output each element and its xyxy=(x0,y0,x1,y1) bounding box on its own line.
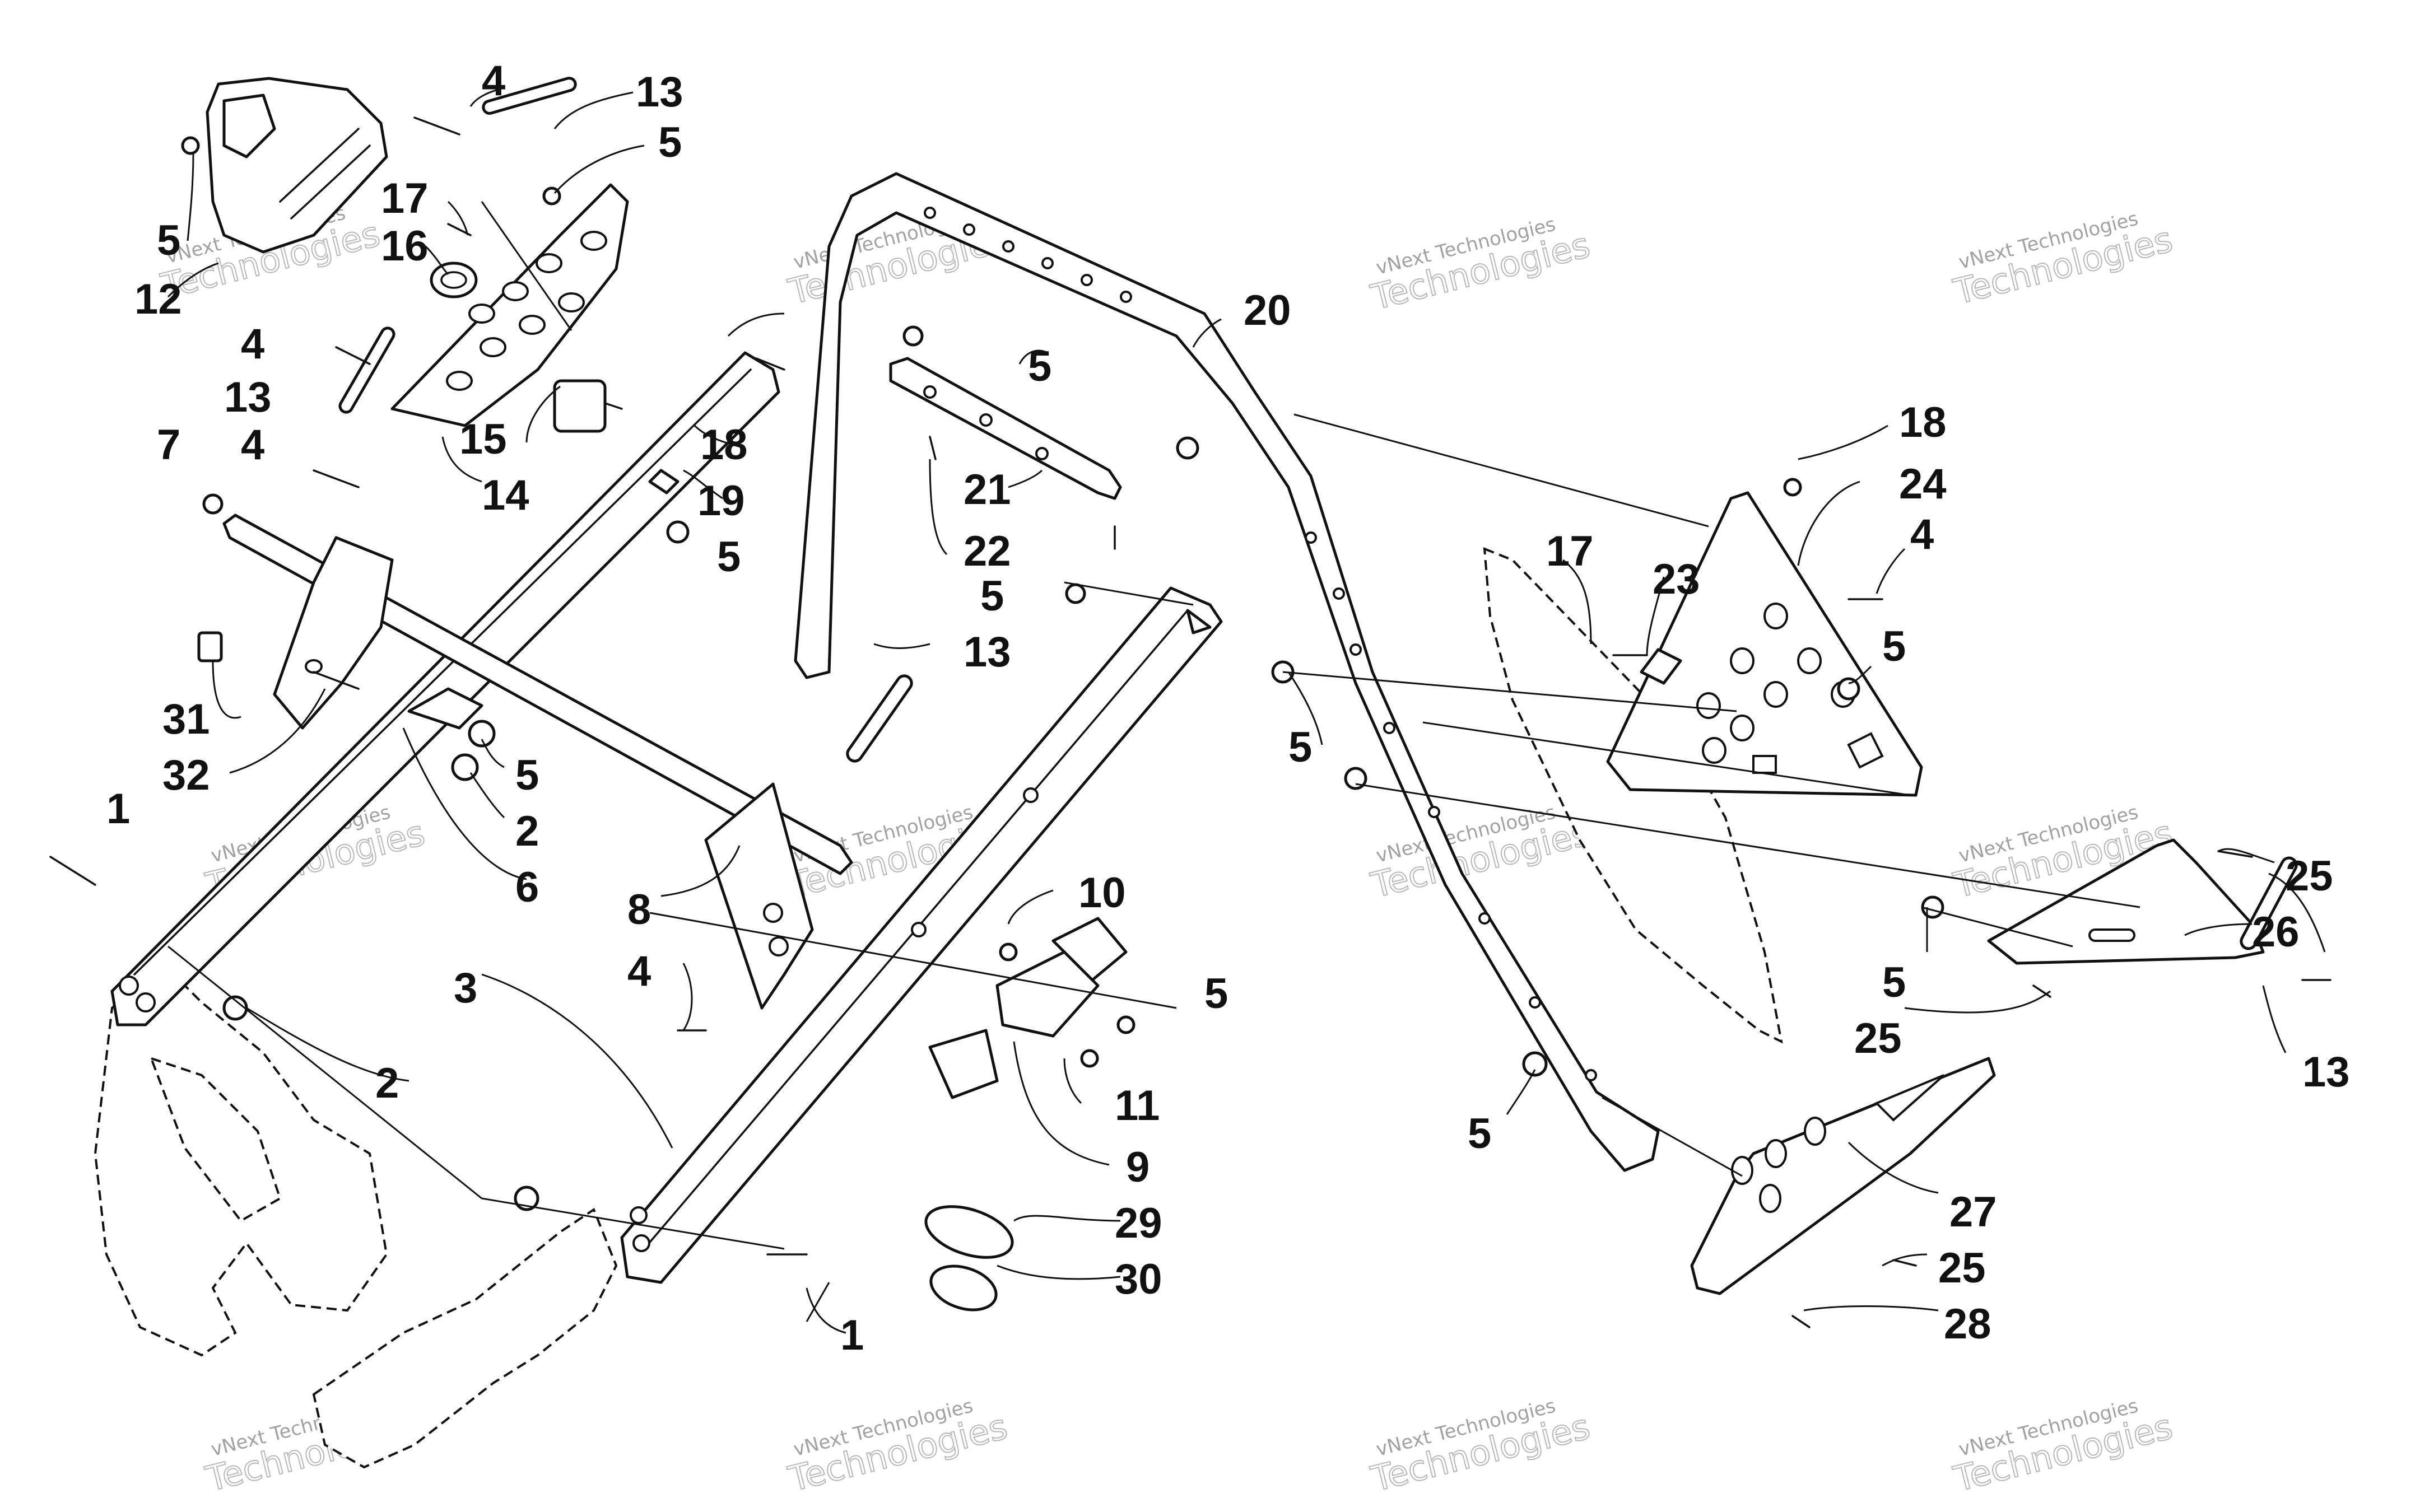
brace-bracket-left xyxy=(273,536,394,730)
callout-1: 1 xyxy=(106,785,130,833)
watermark: vNext Technologies Technologies xyxy=(1366,1394,1594,1500)
watermark: vNext Technologies Technologies xyxy=(1366,213,1594,318)
callout-24: 24 xyxy=(1899,460,1947,508)
callout-5: 5 xyxy=(717,533,741,581)
callout-30: 30 xyxy=(1115,1256,1162,1303)
callout-5: 5 xyxy=(1204,970,1228,1018)
callout-29: 29 xyxy=(1115,1200,1162,1247)
callout-14: 14 xyxy=(482,472,529,519)
callout-5: 5 xyxy=(1882,623,1906,670)
switch-assembly xyxy=(928,917,1128,1099)
cross-brace-21 xyxy=(889,357,1122,500)
callout-25: 25 xyxy=(1938,1244,1986,1292)
callout-2: 2 xyxy=(375,1060,399,1107)
callout-10: 10 xyxy=(1078,869,1126,917)
callout-11: 11 xyxy=(1115,1082,1160,1130)
callout-19: 19 xyxy=(697,477,745,525)
callout-4: 4 xyxy=(241,320,264,368)
callout-32: 32 xyxy=(162,752,210,799)
callout-9: 9 xyxy=(1126,1144,1150,1191)
callout-18: 18 xyxy=(700,421,748,469)
strap-clamp-center xyxy=(846,674,913,763)
callout-5: 5 xyxy=(1028,343,1051,390)
relay xyxy=(553,379,623,433)
callout-4: 4 xyxy=(241,421,264,469)
callout-17: 17 xyxy=(381,175,429,222)
roll-frame-arch xyxy=(794,172,1660,1172)
callout-labels: 4 13 5 5 17 16 12 4 13 15 7 4 14 18 19 5… xyxy=(106,57,2350,1359)
callout-4: 4 xyxy=(1910,511,1934,558)
side-plate-triangular xyxy=(1606,491,1923,797)
spring-clip-29 xyxy=(924,1205,1014,1259)
side-rail-long xyxy=(620,586,1223,1284)
callout-2: 2 xyxy=(515,808,539,855)
callout-4: 4 xyxy=(482,57,505,105)
watermark: vNext Technologies Technologies xyxy=(1366,801,1594,906)
rubber-grommet xyxy=(430,262,478,298)
watermark: vNext Technologies Technologies xyxy=(1949,207,2177,312)
callout-8: 8 xyxy=(627,886,651,934)
callout-20: 20 xyxy=(1244,287,1291,334)
callout-27: 27 xyxy=(1949,1188,1997,1236)
frame-casting-left-dashed xyxy=(94,962,388,1357)
callout-4: 4 xyxy=(627,948,651,995)
callout-25: 25 xyxy=(1854,1015,1902,1062)
callout-26: 26 xyxy=(2252,908,2300,956)
callout-18: 18 xyxy=(1899,399,1947,446)
fasteners xyxy=(181,136,1944,1211)
bracket-left-small xyxy=(407,687,483,730)
callout-12: 12 xyxy=(134,276,182,323)
callout-5: 5 xyxy=(515,752,539,799)
mounting-plate-upper xyxy=(390,183,629,427)
watermark: vNext Technologies Technologies xyxy=(1949,1394,2177,1500)
callout-25: 25 xyxy=(2286,852,2333,900)
callout-5: 5 xyxy=(1468,1110,1491,1158)
strap-clamp-upper xyxy=(482,77,577,115)
callout-5: 5 xyxy=(157,217,180,264)
bolts xyxy=(49,116,2331,1328)
callout-5: 5 xyxy=(980,572,1004,620)
callout-13: 13 xyxy=(224,374,272,421)
control-module xyxy=(206,77,388,254)
callout-leaders xyxy=(167,88,2326,1334)
callout-16: 16 xyxy=(381,222,429,270)
strap-clamp-left xyxy=(338,326,395,414)
alignment-lines xyxy=(167,201,2140,1322)
callout-5: 5 xyxy=(1288,724,1312,771)
callout-13: 13 xyxy=(2302,1048,2350,1096)
callout-13: 13 xyxy=(636,68,683,116)
callout-6: 6 xyxy=(515,864,539,911)
spring-clip-30 xyxy=(929,1264,998,1312)
callout-28: 28 xyxy=(1944,1300,1991,1348)
callout-1: 1 xyxy=(840,1312,864,1359)
callout-31: 31 xyxy=(162,696,210,743)
callout-17: 17 xyxy=(1546,528,1594,575)
callout-3: 3 xyxy=(454,964,477,1012)
callout-15: 15 xyxy=(459,416,507,463)
callout-23: 23 xyxy=(1653,556,1700,603)
watermark: vNext Technologies Technologies xyxy=(784,1394,1012,1500)
callout-5: 5 xyxy=(658,119,682,166)
callout-7: 7 xyxy=(157,421,180,469)
side-plate-lower-27 xyxy=(1690,1057,1996,1295)
callout-13: 13 xyxy=(964,628,1011,676)
callout-22: 22 xyxy=(964,528,1011,575)
callout-5: 5 xyxy=(1882,959,1906,1006)
frame-rail-right-dashed xyxy=(1483,547,1783,1044)
callout-21: 21 xyxy=(964,466,1011,514)
frame-casting-bottom-dashed xyxy=(312,1207,618,1469)
brace-bracket-center xyxy=(704,782,814,1010)
